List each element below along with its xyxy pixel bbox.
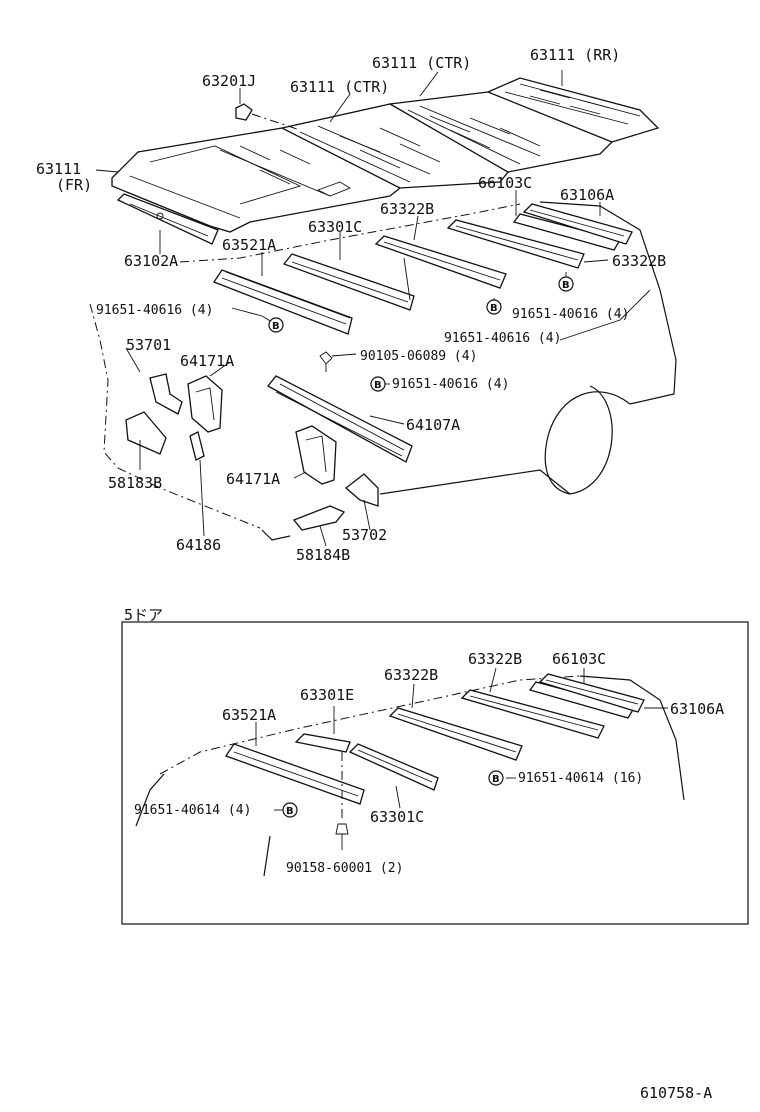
labels-top: 63111 (RR) 63111 (CTR) 63111 (CTR) 63201…: [36, 46, 666, 564]
bracket-58183b: [125, 411, 167, 455]
label-53701: 53701: [126, 336, 171, 354]
label-63322b-a: 63322B: [380, 200, 434, 218]
label-63111-ctr-a: 63111 (CTR): [372, 54, 471, 72]
inset-frame: [121, 621, 749, 925]
bow-63106a: [522, 203, 633, 245]
label-91651-40616-b: 91651-40616 (4): [512, 307, 629, 322]
inset-label-63521a: 63521A: [222, 706, 276, 724]
label-63111-rr: 63111 (RR): [530, 46, 620, 64]
inset-label-90158-60001: 90158-60001 (2): [286, 861, 403, 876]
inset-label-63322b-a: 63322B: [384, 666, 438, 684]
label-63102a: 63102A: [124, 252, 178, 270]
bolt-marker: B: [268, 317, 284, 333]
inset-label-63322b-b: 63322B: [468, 650, 522, 668]
bracket-64171a-a: [187, 375, 223, 433]
svg-text:B: B: [374, 380, 382, 391]
inset-bow-63301c: [348, 743, 439, 791]
bolt-marker: B: [488, 770, 504, 786]
bow-63521a: [213, 269, 353, 335]
label-63111-ctr-b: 63111 (CTR): [290, 78, 389, 96]
label-63322b-b: 63322B: [612, 252, 666, 270]
svg-text:B: B: [562, 280, 570, 291]
label-91651-40616-a: 91651-40616 (4): [96, 303, 213, 318]
inset-label-63301c: 63301C: [370, 808, 424, 826]
svg-text:B: B: [272, 321, 280, 332]
label-91651-40616-c: 91651-40616 (4): [444, 331, 561, 346]
roof-bows: [213, 203, 633, 335]
crossmember-64107a: [267, 375, 413, 463]
label-63111-fr: 63111: [36, 160, 81, 178]
bolt-marker: B: [558, 276, 574, 292]
floor-parts: [125, 351, 413, 531]
inset-label-66103c: 66103C: [552, 650, 606, 668]
inset-title: 5ドア: [124, 606, 163, 624]
label-66103c: 66103C: [478, 174, 532, 192]
figure-id: 610758-A: [640, 1084, 712, 1102]
label-58183b: 58183B: [108, 474, 162, 492]
label-64107a: 64107A: [406, 416, 460, 434]
bracket-53701: [149, 373, 183, 415]
svg-text:B: B: [492, 774, 500, 785]
label-58184b: 58184B: [296, 546, 350, 564]
label-64171a-b: 64171A: [226, 470, 280, 488]
svg-text:B: B: [490, 303, 498, 314]
bow-63322b-b: [446, 219, 585, 269]
bracket-58184b: [292, 505, 346, 531]
inset-label-91651-40614-16: 91651-40614 (16): [518, 771, 643, 786]
svg-text:B: B: [286, 806, 294, 817]
label-53702: 53702: [342, 526, 387, 544]
label-63301c: 63301C: [308, 218, 362, 236]
inset-label-91651-40614-4: 91651-40614 (4): [134, 803, 251, 818]
label-63106a: 63106A: [560, 186, 614, 204]
roof-header-63102a: [116, 193, 219, 245]
bolt-marker: B: [370, 376, 386, 392]
inset-bow-63322b-a: [388, 707, 523, 761]
bolt-marker: B: [282, 802, 298, 818]
label-63201j: 63201J: [202, 72, 256, 90]
bracket-64171a-b: [295, 425, 337, 485]
inset-label-63301e: 63301E: [300, 686, 354, 704]
inset-label-63106a: 63106A: [670, 700, 724, 718]
clip-90105-06089: [319, 351, 333, 372]
bracket-53702: [344, 473, 379, 507]
bolt-marker: B: [486, 299, 502, 315]
bolt-markers-top: B B B B: [268, 276, 574, 392]
label-64171a-a: 64171A: [180, 352, 234, 370]
bracket-64186: [189, 431, 205, 461]
inset-five-door: 5ドア: [121, 606, 749, 925]
roof-panels: [111, 77, 660, 245]
label-64186: 64186: [176, 536, 221, 554]
label-fr: (FR): [56, 176, 92, 194]
inset-clip-90158-60001: [335, 752, 349, 850]
bracket-63201j: [235, 103, 253, 121]
bow-63322b-a: [374, 235, 507, 289]
label-63521a: 63521A: [222, 236, 276, 254]
inset-bow-63106a: [538, 673, 645, 713]
label-90105-06089: 90105-06089 (4): [360, 349, 477, 364]
label-91651-40616-d: 91651-40616 (4): [392, 377, 509, 392]
leader-lines-top: [95, 70, 651, 547]
inset-bow-63301e: [294, 733, 351, 753]
inset-bow-63322b-b: [460, 689, 605, 739]
